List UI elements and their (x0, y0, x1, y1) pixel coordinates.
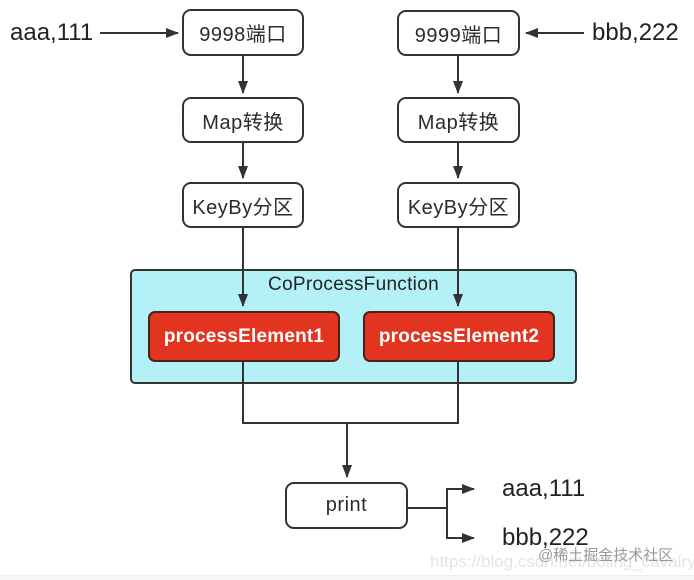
output-label-first: aaa,111 (502, 475, 586, 502)
node-keyby-left: KeyBy分区 (182, 182, 304, 228)
coprocessfunction-title: CoProcessFunction (268, 274, 439, 295)
node-print: print (285, 482, 408, 529)
node-port-9999: 9999端口 (397, 10, 520, 56)
output-label-second: bbb,222 (502, 524, 589, 551)
node-map-right: Map转换 (397, 97, 520, 143)
watermark-community: @稀土掘金技术社区 (538, 547, 674, 564)
input-label-left: aaa,111 (10, 19, 94, 46)
node-map-left: Map转换 (182, 97, 304, 143)
node-process-element-1: processElement1 (148, 311, 340, 362)
node-keyby-right: KeyBy分区 (397, 182, 520, 228)
watermark-url: https://blog.csdn.net/boling_cavalry (430, 552, 694, 571)
node-port-9998: 9998端口 (182, 9, 304, 56)
node-process-element-2: processElement2 (363, 311, 555, 362)
input-label-right: bbb,222 (592, 19, 679, 46)
bottom-edge-strip (0, 575, 694, 580)
